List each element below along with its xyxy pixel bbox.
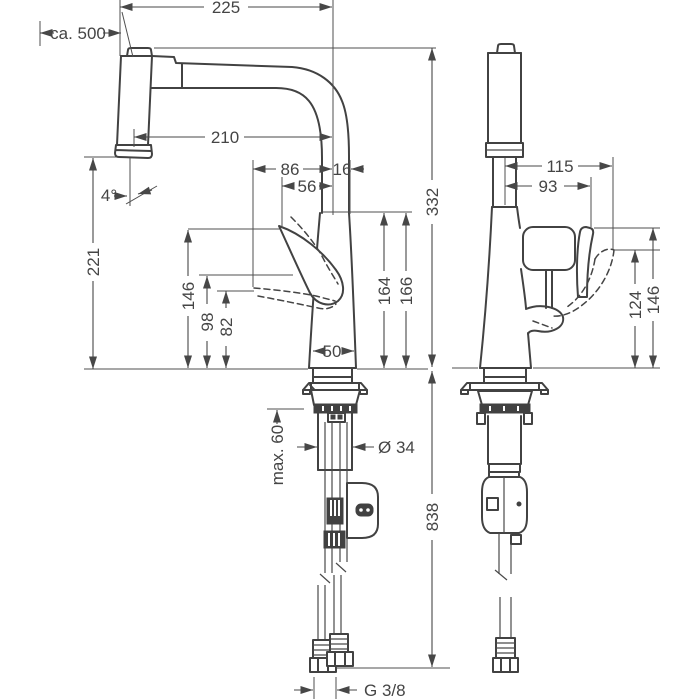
dim-label-166: 166 bbox=[397, 277, 416, 305]
handle-blade bbox=[575, 226, 595, 298]
dim-label-221: 221 bbox=[84, 248, 103, 276]
dimension-lines bbox=[40, 2, 657, 694]
dim-label-86: 86 bbox=[281, 160, 300, 179]
dim-label-dia-34: Ø 34 bbox=[378, 438, 415, 457]
spout bbox=[150, 55, 350, 214]
reference-lines bbox=[39, 0, 660, 699]
dim-label-98: 98 bbox=[198, 313, 217, 332]
dim-label-838: 838 bbox=[423, 503, 442, 531]
dim-label-angle-4deg: 4° bbox=[101, 186, 117, 205]
faucet-side-view bbox=[114, 47, 379, 673]
supply-hoses-left bbox=[309, 422, 379, 673]
handle-front bbox=[522, 226, 615, 329]
handle-lever bbox=[278, 225, 344, 306]
pullout-spray-head bbox=[114, 47, 153, 159]
handle-blade-alt-dashed bbox=[532, 248, 615, 329]
dim-label-225: 225 bbox=[212, 0, 240, 17]
dim-label-115: 115 bbox=[546, 157, 573, 176]
dim-label-146-left: 146 bbox=[179, 282, 198, 310]
dim-label-max-60: max. 60 bbox=[268, 425, 287, 485]
handle-escutcheon bbox=[522, 226, 576, 271]
supply-hose-right bbox=[492, 533, 522, 673]
spray-head-column bbox=[485, 43, 524, 208]
dim-label-124: 124 bbox=[626, 291, 645, 319]
dim-label-332: 332 bbox=[423, 188, 442, 216]
dimension-labels: 225 ca. 500 210 86 16 56 4° 221 146 98 8… bbox=[50, 0, 663, 700]
dim-label-146-right: 146 bbox=[644, 286, 663, 314]
dim-label-g38: G 3/8 bbox=[364, 681, 406, 700]
dim-label-56: 56 bbox=[298, 177, 317, 196]
dim-label-ca500: ca. 500 bbox=[50, 24, 106, 43]
dim-label-164: 164 bbox=[375, 277, 394, 305]
faucet-front-view bbox=[460, 43, 615, 673]
handle-lever-alt-dashed bbox=[253, 216, 339, 310]
dim-label-210: 210 bbox=[211, 128, 239, 147]
mounting-base-left bbox=[302, 368, 368, 471]
dim-label-82: 82 bbox=[217, 318, 236, 337]
dim-label-16: 16 bbox=[333, 160, 352, 179]
dim-label-93: 93 bbox=[539, 177, 558, 196]
mounting-base-right bbox=[460, 368, 549, 473]
hose-connector-g38-right bbox=[326, 633, 354, 667]
dim-label-50: 50 bbox=[323, 342, 342, 361]
faucet-body-front bbox=[479, 206, 565, 369]
valve-assembly bbox=[481, 471, 528, 534]
